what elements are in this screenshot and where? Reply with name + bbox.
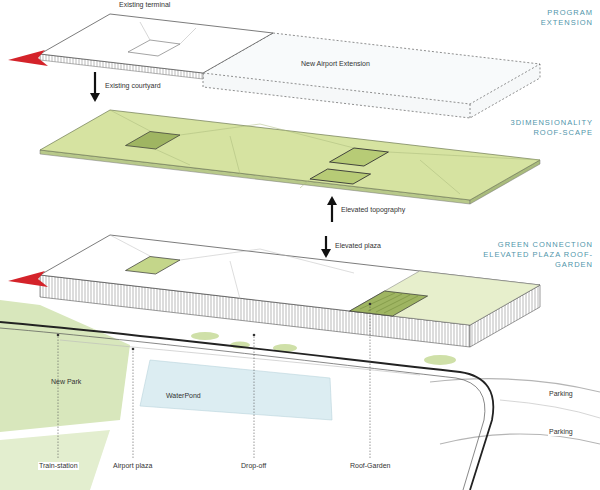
area-label: Parking xyxy=(548,390,574,398)
area-label: Parking xyxy=(548,428,574,436)
callout-label: New Airport Extension xyxy=(300,60,371,68)
callout-label: Elevated topography xyxy=(340,206,406,214)
train-track xyxy=(0,328,485,490)
train-track xyxy=(0,322,493,490)
callout-label: Existing terminal xyxy=(118,1,171,9)
park-area xyxy=(0,430,110,490)
elevated-topography xyxy=(310,169,371,184)
area-label: WaterPond xyxy=(165,392,202,400)
terminal-pier xyxy=(8,271,48,287)
courtyard-void xyxy=(126,132,181,150)
road xyxy=(500,400,600,418)
road xyxy=(60,340,420,375)
elevated-topography xyxy=(330,148,389,166)
green-patch xyxy=(191,332,219,340)
water-pond xyxy=(140,360,332,420)
road xyxy=(440,434,600,444)
callout-label: Existing courtyard xyxy=(104,82,162,90)
road xyxy=(430,379,600,392)
leader-lines xyxy=(58,305,370,458)
section-heading: GREEN CONNECTION ELEVATED PLAZA ROOF-GAR… xyxy=(482,240,594,269)
leader-label: Airport plaza xyxy=(112,462,153,470)
callout-label: Elevated plaza xyxy=(334,242,382,250)
roof-courtyard xyxy=(126,257,181,275)
roof-plaza xyxy=(40,235,540,325)
roof-scape xyxy=(40,110,540,200)
park-area xyxy=(0,300,130,432)
leader-label: Drop-off xyxy=(240,462,267,470)
area-label: New Park xyxy=(50,378,82,386)
existing-terminal xyxy=(40,14,273,73)
roof-garden xyxy=(350,291,428,316)
leader-label: Roof-Garden xyxy=(349,462,391,470)
section-heading: 3DIMENSIONALITY ROOF-SCAPE xyxy=(492,118,594,138)
green-patch xyxy=(424,355,456,365)
terminal-pier xyxy=(8,50,48,66)
section-heading: PROGRAM EXTENSION xyxy=(512,8,594,28)
leader-label: Train-station xyxy=(38,462,79,470)
